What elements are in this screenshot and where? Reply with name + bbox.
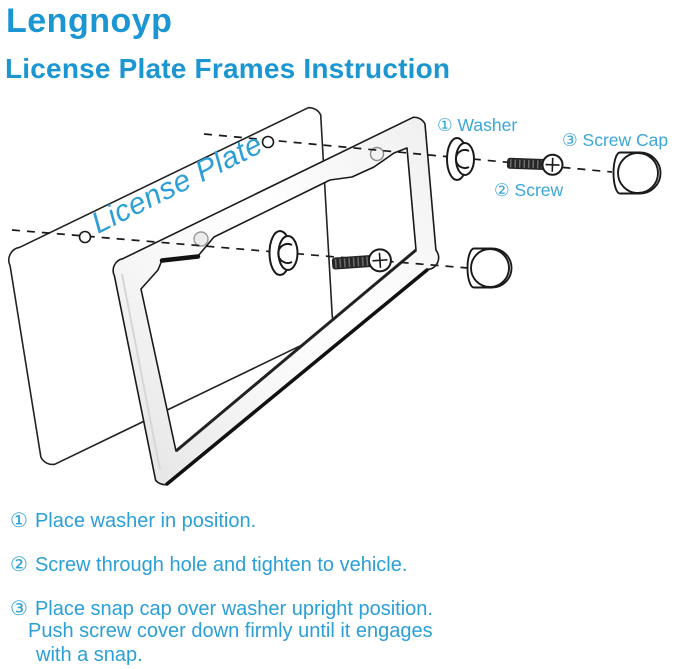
frame-left-highlight [121,273,161,471]
instruction-line-3-cont2: with a snap. [36,644,143,667]
instruction-text-3c: with a snap. [36,644,143,666]
washer-icon [446,137,475,181]
frame-hole-left [193,231,209,247]
frame-outer-bottom-shadow [165,268,429,486]
frame-inner-bottom-shadow [175,248,417,453]
instruction-line-3-cont: Push screw cover down firmly until it en… [28,620,433,643]
instruction-line-3: ③ Place snap cap over washer upright posi… [10,596,433,621]
plate-frame-shape [112,116,440,486]
screw-cap-icon [612,151,662,195]
frame-hole-right [369,146,385,162]
instruction-number-3: ③ [10,598,28,620]
screw-callout: ② Screw [494,180,564,200]
instruction-number-2: ② [10,554,28,576]
frame-step-shadow [159,254,201,263]
instruction-text-2: Screw through hole and tighten to vehicl… [34,554,408,576]
screw-cap-icon-2 [466,247,513,289]
washer-icon-2 [268,230,299,276]
screw-cap-callout: ③ Screw Cap [562,130,668,150]
screw-icon-2 [331,248,392,273]
plate-hole-right [261,135,275,149]
instruction-text-1: Place washer in position. [34,510,257,532]
instruction-text-3: Place snap cap over washer upright posit… [34,598,433,620]
instruction-line-1: ① Place washer in position. [10,508,256,533]
instruction-text-3b: Push screw cover down firmly until it en… [28,620,433,642]
instruction-number-1: ① [10,510,28,532]
plate-hole-left [78,230,92,244]
washer-callout: ① Washer [437,115,517,135]
page-subtitle: License Plate Frames Instruction [5,53,451,84]
instruction-line-2: ② Screw through hole and tighten to vehic… [10,552,407,577]
screw-icon [506,153,564,176]
brand-title: Lengnoyp [6,2,173,40]
